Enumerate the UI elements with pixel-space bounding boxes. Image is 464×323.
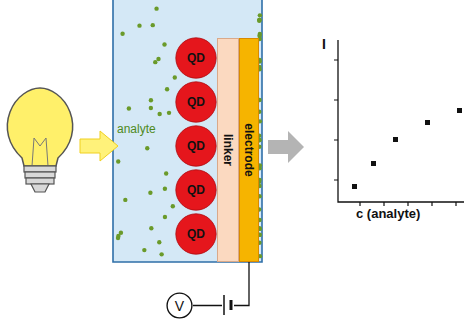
calibration-plot: [334, 40, 464, 206]
light-bulb: [7, 88, 72, 192]
electrode-layer: electrode: [239, 38, 259, 262]
quantum-dot: QD: [175, 37, 217, 79]
quantum-dot: QD: [175, 125, 217, 167]
voltmeter: V: [166, 292, 193, 319]
dot-label: QD: [187, 227, 205, 241]
beaker: [113, 0, 262, 262]
layer-label: electrode: [242, 123, 256, 176]
quantum-dot: QD: [175, 213, 217, 255]
output-arrow: [268, 131, 304, 163]
analyte-label: analyte: [117, 122, 156, 136]
light-arrow: [80, 131, 118, 161]
dot-label: QD: [187, 95, 205, 109]
layer-label: linker: [221, 134, 235, 166]
meter-label: V: [175, 298, 184, 314]
axis-label: c (analyte): [356, 206, 420, 221]
battery-symbol: [222, 294, 234, 316]
quantum-dot: QD: [175, 81, 217, 123]
dot-label: QD: [187, 139, 205, 153]
dot-label: QD: [187, 183, 205, 197]
dot-label: QD: [187, 51, 205, 65]
axis-label: I: [322, 36, 326, 52]
linker-layer: linker: [217, 38, 239, 262]
wire: [193, 262, 249, 306]
quantum-dot: QD: [175, 169, 217, 211]
solution: [113, 0, 262, 262]
